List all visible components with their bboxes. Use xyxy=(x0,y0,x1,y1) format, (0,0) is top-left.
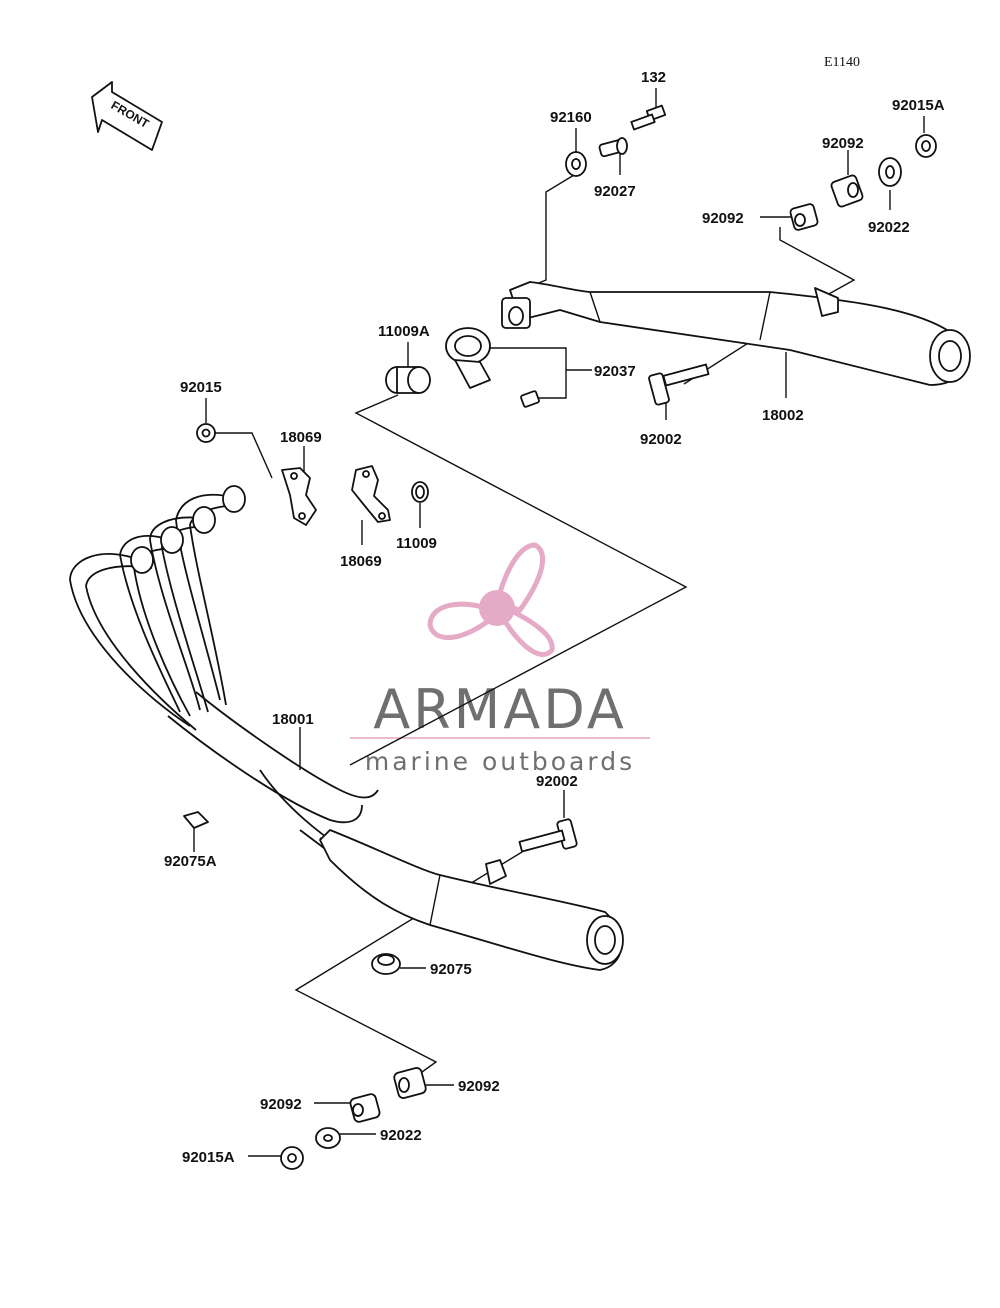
label-92092-bot-a: 92092 xyxy=(458,1078,500,1095)
gasket-11009-icon xyxy=(411,481,429,503)
bolt-92002-bottom-icon xyxy=(518,818,578,853)
armada-logo-icon xyxy=(427,542,555,658)
header-end-rings xyxy=(130,485,246,574)
label-11009: 11009 xyxy=(396,535,437,552)
label-92092-bot-b: 92092 xyxy=(260,1096,302,1113)
damper-92075A-icon xyxy=(183,811,209,829)
label-11009A: 11009A xyxy=(378,323,430,340)
part-labels: 132 92160 92027 92015A 92092 92092 92022… xyxy=(164,69,945,1166)
muffler-left-icon xyxy=(319,829,624,971)
damper-92092-top-b-icon xyxy=(789,203,819,231)
clamp-92037-icon xyxy=(445,327,540,408)
label-92015: 92015 xyxy=(180,379,222,396)
label-92015A-bot: 92015A xyxy=(182,1149,235,1166)
label-92002-bottom: 92002 xyxy=(536,773,578,790)
label-18002: 18002 xyxy=(762,407,804,424)
muffler-18002-icon xyxy=(501,281,971,386)
washer-92022-bot-icon xyxy=(315,1127,341,1149)
gasket-11009A-icon xyxy=(385,366,431,394)
collar-92027-icon xyxy=(598,137,628,158)
label-92027: 92027 xyxy=(594,183,636,200)
damper-92092-top-a-icon xyxy=(830,174,864,208)
watermark-brand: ARMADA xyxy=(373,678,627,741)
label-92022-top: 92022 xyxy=(868,219,910,236)
label-92092-top-a: 92092 xyxy=(822,135,864,152)
bolt-92002-top-icon xyxy=(648,363,710,406)
label-18069-a: 18069 xyxy=(280,429,322,446)
label-18069-b: 18069 xyxy=(340,553,382,570)
watermark-tagline: marine outboards xyxy=(365,747,635,776)
label-92015A-top: 92015A xyxy=(892,97,945,114)
leader-lines xyxy=(193,88,925,1157)
nut-92015-icon xyxy=(196,423,216,443)
holder-18069-a-icon xyxy=(281,467,317,526)
bolt-132-icon xyxy=(630,104,667,131)
label-92002-top: 92002 xyxy=(640,431,682,448)
nut-92015A-bot-icon xyxy=(280,1146,304,1170)
nut-92015A-top-icon xyxy=(915,134,937,158)
label-92075A: 92075A xyxy=(164,853,217,870)
label-92022-bot: 92022 xyxy=(380,1127,422,1144)
label-132: 132 xyxy=(641,69,666,86)
washer-92022-top-icon xyxy=(878,157,902,187)
label-92092-top-b: 92092 xyxy=(702,210,744,227)
damper-92075-icon xyxy=(371,953,401,975)
front-arrow-icon: FRONT xyxy=(91,81,163,151)
label-92075: 92075 xyxy=(430,961,472,978)
label-18001: 18001 xyxy=(272,711,314,728)
damper-92092-bot-b-icon xyxy=(349,1093,381,1123)
holder-18069-b-icon xyxy=(351,465,391,523)
damper-92160-icon xyxy=(565,151,587,177)
label-92160: 92160 xyxy=(550,109,592,126)
damper-92092-bot-a-icon xyxy=(393,1067,427,1099)
diagram-code: E1140 xyxy=(824,55,860,70)
label-92037: 92037 xyxy=(594,363,636,380)
